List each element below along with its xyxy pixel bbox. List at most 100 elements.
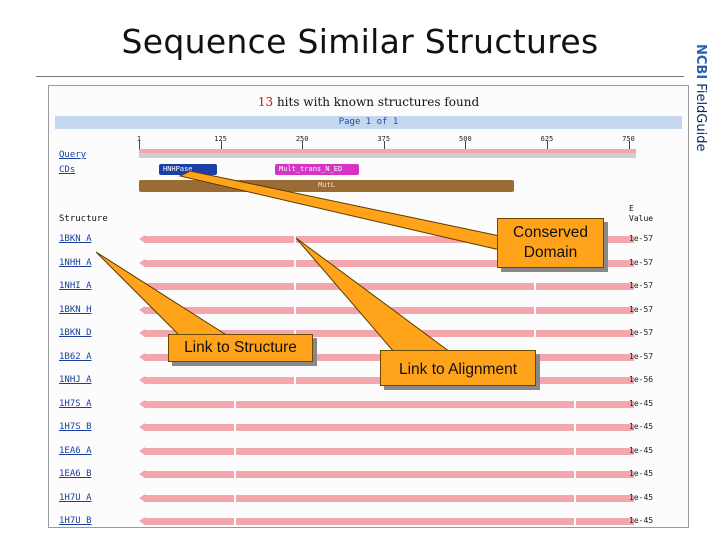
alignment-gap: [574, 400, 576, 408]
alignment-bar-arrow: [139, 399, 145, 408]
structure-link[interactable]: 1H7U_A: [59, 492, 92, 503]
ruler-tick-label: 1: [136, 135, 142, 143]
hit-evalue: 1e-45: [629, 445, 654, 455]
alignment-bar-arrow: [139, 352, 145, 361]
alignment-bar-arrow: [139, 470, 145, 478]
alignment-bar-arrow: [139, 305, 145, 314]
ruler-tick: [383, 141, 385, 150]
alignment-gap: [294, 377, 296, 384]
evalue-header-line1: E: [629, 204, 634, 213]
alignment-gap: [294, 236, 296, 243]
alignment-gap: [534, 330, 536, 337]
cd-domain-mult-trans[interactable]: Mult_trans_N_ED: [275, 164, 359, 175]
structure-link[interactable]: 1H7S_B: [59, 422, 92, 432]
structure-link[interactable]: 1BKN_A: [59, 234, 92, 244]
ruler-tick-label: 250: [295, 135, 309, 143]
hit-evalue: 1e-57: [629, 234, 654, 243]
evalue-header-line2: Value: [629, 214, 654, 223]
callout-conserved-line2: Domain: [523, 244, 578, 261]
hit-evalue: 1e-57: [629, 351, 654, 361]
page-indicator: Page 1 of 1: [55, 116, 682, 129]
alignment-gap: [234, 424, 236, 431]
alignment-bar[interactable]: [139, 399, 634, 408]
cds-link[interactable]: CDs: [59, 165, 76, 175]
hit-evalue: 1e-57: [629, 257, 654, 267]
alignment-gap: [574, 424, 576, 431]
hits-text: hits with known structures found: [273, 95, 480, 109]
alignment-gap: [294, 259, 296, 267]
structure-column-header: Structure: [59, 214, 108, 224]
structure-link[interactable]: 1H7S_A: [59, 398, 92, 409]
structure-link[interactable]: 1NHJ_A: [59, 375, 92, 385]
alignment-gap: [574, 494, 576, 502]
ruler-tick-label: 125: [214, 135, 227, 143]
alignment-bar-arrow: [139, 235, 145, 243]
hit-evalue: 1e-45: [629, 398, 654, 408]
alignment-gap: [534, 283, 536, 290]
alignment-bar-arrow: [139, 376, 145, 384]
hits-count: 13: [257, 95, 274, 109]
ruler-tick-label: 375: [377, 135, 391, 143]
pointer-conserved-domain: [178, 170, 501, 251]
hit-evalue: 1e-57: [629, 281, 654, 290]
alignment-gap: [534, 306, 536, 314]
query-bar-highlight: [139, 149, 636, 153]
ruler-tick-label: 750: [622, 135, 635, 143]
ruler-tick-label: 500: [459, 135, 472, 143]
callout-conserved-line1: Conserved: [513, 224, 588, 241]
structure-link[interactable]: 1H7U_B: [59, 516, 92, 526]
alignment-bar[interactable]: [139, 493, 634, 502]
pointer-link-to-structure: [95, 251, 230, 337]
alignment-gap: [294, 330, 296, 337]
alignment-bar-arrow: [139, 423, 145, 431]
hit-evalue: 1e-45: [629, 422, 654, 431]
alignment-gap: [574, 471, 576, 478]
alignment-bar[interactable]: [139, 446, 634, 455]
callout-link-to-alignment: Link to Alignment: [380, 350, 536, 386]
alignment-gap: [294, 306, 296, 314]
alignment-gap: [234, 518, 236, 525]
hits-header: 13 hits with known structures found: [49, 95, 688, 109]
alignment-bar[interactable]: [139, 423, 634, 431]
ruler-tick: [465, 141, 467, 150]
slide-title: Sequence Similar Structures: [121, 22, 599, 61]
hit-evalue: 1e-57: [629, 304, 654, 314]
alignment-gap: [234, 447, 236, 455]
alignment-bar[interactable]: [139, 517, 634, 525]
structure-link[interactable]: 1EA6_A: [59, 445, 92, 456]
ruler-tick-label: 625: [540, 135, 554, 143]
cd-domain-hnhpase[interactable]: HNHPase: [159, 164, 217, 175]
ruler-tick: [220, 141, 222, 150]
structure-link[interactable]: 1NHI_A: [59, 281, 92, 291]
alignment-bar-arrow: [139, 493, 145, 502]
alignment-bar-arrow: [139, 329, 145, 337]
callout-link-to-structure: Link to Structure: [168, 334, 313, 362]
hit-evalue: 1e-56: [629, 375, 654, 384]
structure-link[interactable]: 1BKN_D: [59, 328, 92, 338]
structure-link[interactable]: 1EA6_B: [59, 469, 92, 479]
ruler-tick: [546, 141, 548, 150]
hit-evalue: 1e-57: [629, 328, 654, 337]
alignment-gap: [234, 471, 236, 478]
pointer-link-to-alignment: [295, 237, 452, 353]
structure-link[interactable]: 1BKN_H: [59, 304, 92, 315]
hit-evalue: 1e-45: [629, 469, 654, 478]
alignment-gap: [234, 494, 236, 502]
alignment-bar-arrow: [139, 517, 145, 525]
query-link[interactable]: Query: [59, 150, 87, 160]
alignment-gap: [294, 283, 296, 290]
ruler-tick: [139, 141, 140, 150]
alignment-bar[interactable]: [139, 470, 634, 478]
alignment-bar-arrow: [139, 446, 145, 455]
hit-evalue: 1e-45: [629, 492, 654, 502]
ruler-tick: [628, 141, 630, 150]
structure-link[interactable]: 1NHH_A: [59, 257, 92, 268]
title-divider: [36, 76, 684, 77]
alignment-gap: [574, 447, 576, 455]
hit-evalue: 1e-45: [629, 516, 654, 525]
alignment-bar-arrow: [139, 258, 145, 267]
structure-link[interactable]: 1B62_A: [59, 351, 92, 362]
